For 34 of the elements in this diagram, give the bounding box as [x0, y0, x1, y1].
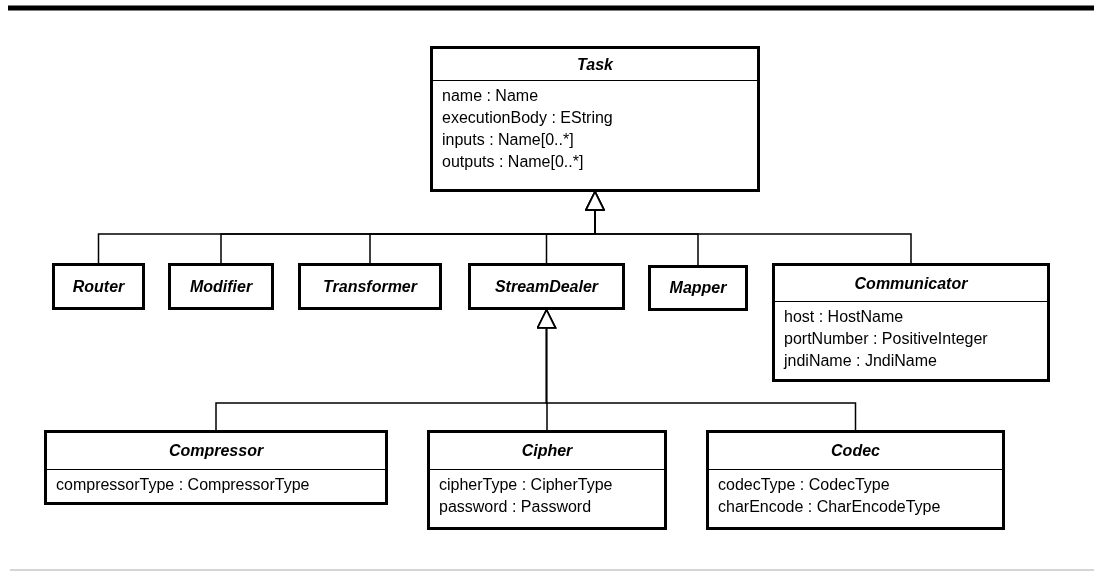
class-name: Task: [576, 55, 614, 75]
attribute: password : Password: [438, 497, 593, 517]
attribute: compressorType : CompressorType: [55, 475, 311, 495]
attribute: jndiName : JndiName: [782, 351, 938, 371]
class-box: [168, 263, 274, 310]
class-name: Modifier: [188, 277, 254, 297]
attribute: host : HostName: [783, 307, 905, 327]
class-name: Compressor: [167, 441, 265, 461]
class-box: [298, 263, 442, 310]
class-box: [44, 430, 388, 505]
attribute: charEncode : CharEncodeType: [717, 497, 942, 517]
attribute: outputs : Name[0..*]: [441, 152, 585, 172]
inheritance-arrow: [585, 191, 912, 264]
class-box: [468, 263, 625, 310]
class-name: StreamDealer: [493, 277, 600, 297]
class-box: [648, 265, 748, 311]
attribute: portNumber : PositiveInteger: [783, 329, 989, 349]
class-name: Mapper: [668, 278, 728, 298]
class-box: [427, 430, 667, 530]
class-box: [430, 46, 760, 192]
class-box: [772, 263, 1050, 382]
attribute: cipherType : CipherType: [438, 475, 614, 495]
inheritance-arrow: [536, 309, 857, 431]
attribute: executionBody : EString: [441, 108, 614, 128]
class-name: Transformer: [322, 277, 419, 297]
class-box: [52, 263, 145, 310]
class-name: Codec: [830, 441, 881, 461]
attribute: inputs : Name[0..*]: [441, 130, 575, 150]
attribute: name : Name: [441, 86, 540, 106]
class-box: [706, 430, 1005, 530]
class-name: Communicator: [853, 274, 969, 294]
class-name: Router: [71, 277, 126, 297]
class-name: Cipher: [520, 441, 574, 461]
attribute: codecType : CodecType: [717, 475, 891, 495]
